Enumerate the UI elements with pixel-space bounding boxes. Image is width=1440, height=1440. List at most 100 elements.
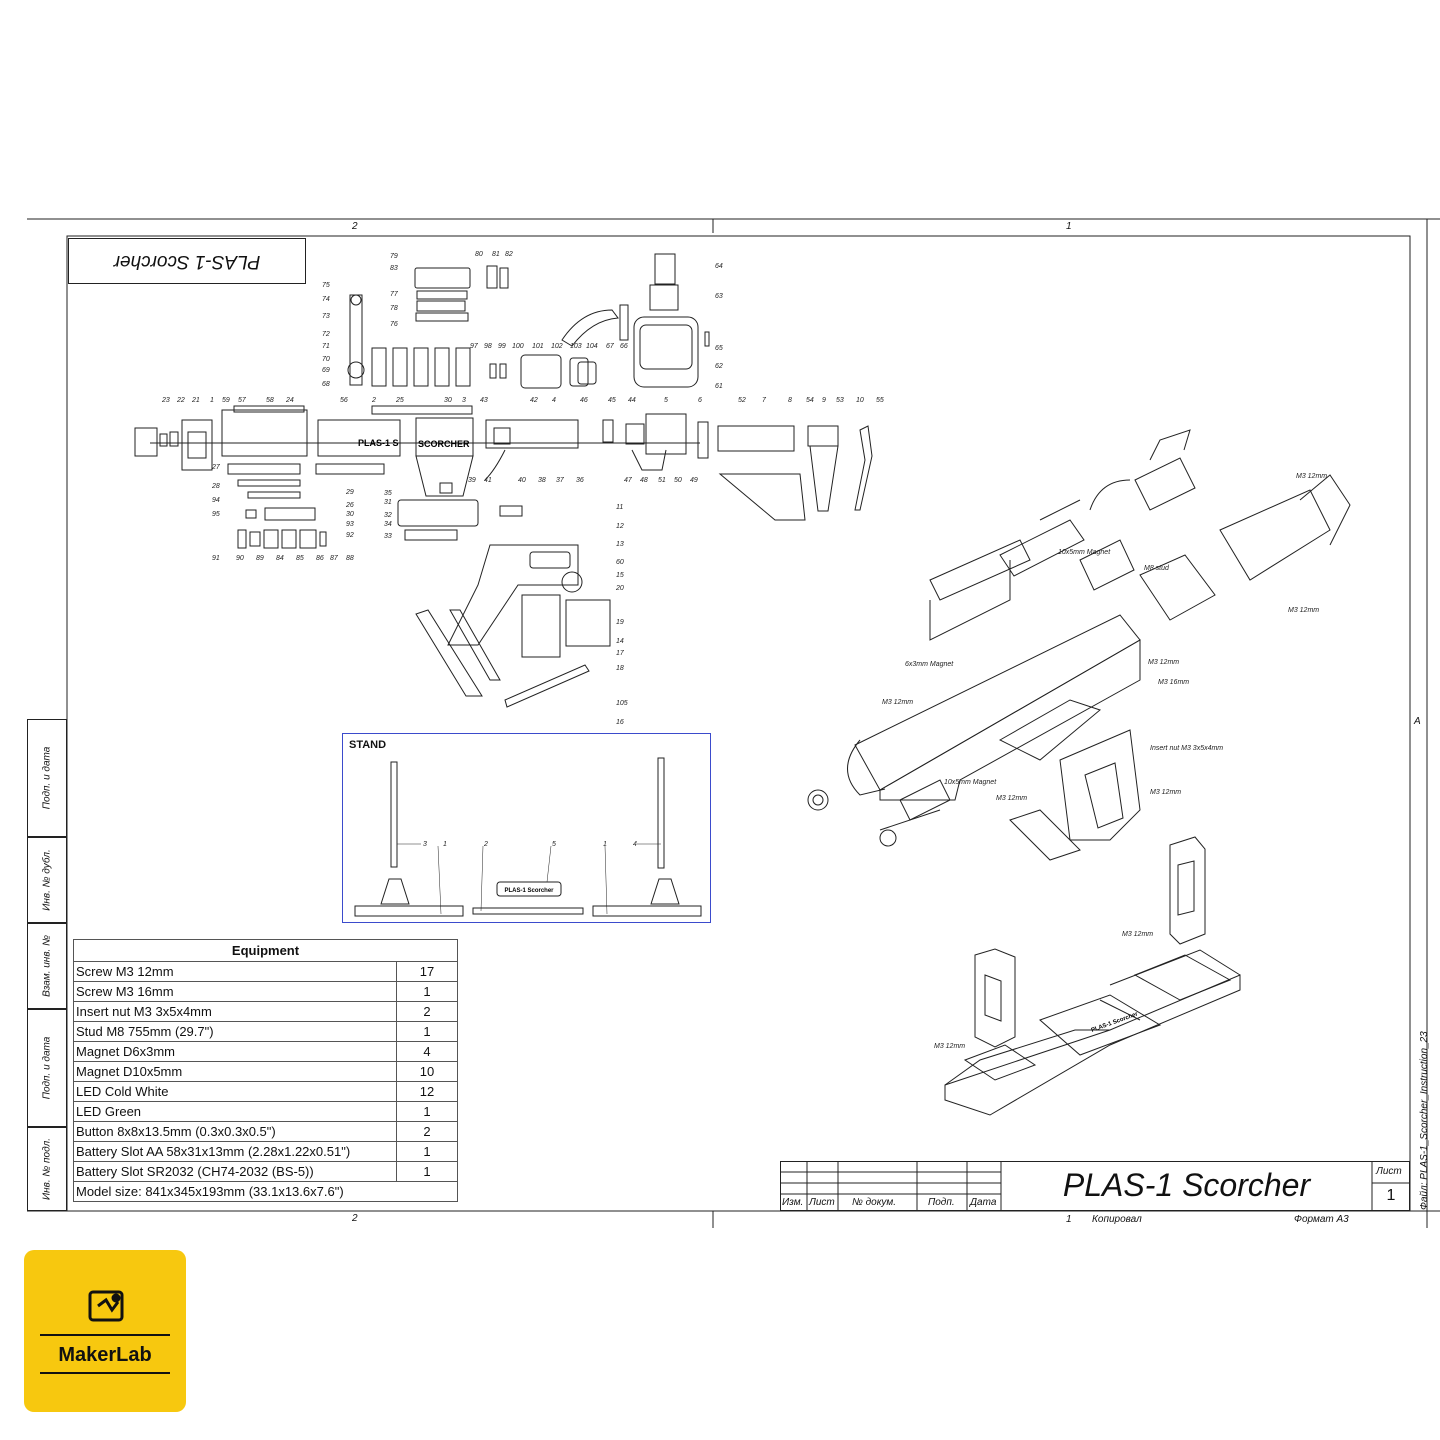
side-stamp-label: Подп. и дата bbox=[41, 1036, 53, 1100]
part-callout: 70 bbox=[322, 356, 330, 363]
part-callout: 101 bbox=[532, 343, 544, 350]
part-callout: 36 bbox=[576, 477, 584, 484]
equipment-item-name: Battery Slot AA 58x31x13mm (2.28x1.22x0.… bbox=[73, 1141, 397, 1162]
title-block: Изм. Лист № докум. Подп. Дата PLAS-1 Sco… bbox=[780, 1161, 1410, 1211]
part-callout: 47 bbox=[624, 477, 633, 484]
stand-plate-label: PLAS-1 Scorcher bbox=[504, 888, 554, 894]
part-callout: 30 bbox=[444, 397, 452, 404]
part-callout: 100 bbox=[512, 343, 524, 350]
makerlab-logo: MakerLab bbox=[24, 1250, 186, 1412]
title-block-header-sign: Подп. bbox=[928, 1197, 955, 1208]
part-callout: 75 bbox=[322, 282, 330, 289]
zone-label-bottom-left: 2 bbox=[352, 1213, 358, 1224]
part-callout: 23 bbox=[161, 397, 170, 404]
part-callout: 58 bbox=[266, 397, 274, 404]
part-callout: 44 bbox=[628, 397, 636, 404]
part-callout: 11 bbox=[616, 504, 623, 511]
below-format: Формат А3 bbox=[1294, 1214, 1349, 1225]
part-callout: 39 bbox=[468, 477, 476, 484]
equipment-item-qty: 10 bbox=[396, 1061, 458, 1082]
part-callout: 50 bbox=[674, 477, 682, 484]
part-callout: 18 bbox=[616, 665, 624, 672]
part-callout: 98 bbox=[484, 343, 492, 350]
part-callout: 94 bbox=[212, 497, 220, 504]
part-callout: 80 bbox=[475, 251, 483, 258]
body-label: PLAS-1 S bbox=[358, 438, 399, 448]
inverted-title: PLAS-1 Scorcher bbox=[68, 238, 306, 284]
part-callout: 92 bbox=[346, 532, 354, 539]
part-callout: 30 bbox=[346, 511, 354, 518]
side-stamp-cell-3: Взам. инв. № bbox=[27, 923, 67, 1009]
stand-callout: 5 bbox=[552, 841, 556, 848]
title-block-header-date: Дата bbox=[970, 1197, 997, 1208]
equipment-item-qty: 2 bbox=[396, 1121, 458, 1142]
equipment-item-qty: 1 bbox=[396, 1141, 458, 1162]
part-callout: 62 bbox=[715, 363, 723, 370]
assembly-label: M3 12mm bbox=[882, 699, 913, 706]
equipment-item-name: Screw M3 12mm bbox=[73, 961, 397, 982]
equipment-title: Equipment bbox=[73, 939, 458, 962]
part-callout: 84 bbox=[276, 555, 284, 562]
logo-line-top bbox=[40, 1334, 170, 1336]
part-callout: 65 bbox=[715, 345, 723, 352]
part-callout: 41 bbox=[484, 477, 492, 484]
part-callout: 68 bbox=[322, 381, 330, 388]
part-callout: 56 bbox=[340, 397, 348, 404]
title-block-grid bbox=[780, 1161, 1410, 1211]
zone-label-top-left: 2 bbox=[352, 221, 358, 232]
title-block-header-list: Лист bbox=[809, 1197, 835, 1208]
assembly-label: M3 12mm bbox=[1148, 659, 1179, 666]
part-callout: 9 bbox=[822, 397, 826, 404]
part-callout: 45 bbox=[608, 397, 616, 404]
part-callout: 60 bbox=[616, 559, 624, 566]
side-stamp-label: Инв. № дубл. bbox=[41, 849, 53, 911]
part-callout: 72 bbox=[322, 331, 330, 338]
part-callout: 20 bbox=[615, 585, 624, 592]
sheet-label: Лист bbox=[1376, 1166, 1402, 1177]
part-callout: 21 bbox=[191, 397, 200, 404]
side-stamp-label: Взам. инв. № bbox=[41, 935, 53, 997]
part-callout: 26 bbox=[345, 502, 354, 509]
equipment-item-name: Insert nut M3 3x5x4mm bbox=[73, 1001, 397, 1022]
part-callout: 28 bbox=[211, 483, 220, 490]
part-callout: 35 bbox=[384, 490, 392, 497]
part-callout: 57 bbox=[238, 397, 247, 404]
title-block-header-doc: № докум. bbox=[852, 1197, 897, 1208]
part-callout: 95 bbox=[212, 511, 220, 518]
equipment-item-name: Stud M8 755mm (29.7") bbox=[73, 1021, 397, 1042]
sheet-number: 1 bbox=[1386, 1187, 1396, 1204]
side-stamp-label: Инв. № подл. bbox=[41, 1137, 53, 1201]
part-callout: 91 bbox=[212, 555, 220, 562]
part-callout: 86 bbox=[316, 555, 324, 562]
logo-line-bottom bbox=[40, 1372, 170, 1374]
table-row: Button 8x8x13.5mm (0.3x0.3x0.5")2 bbox=[73, 1121, 458, 1142]
part-callout: 24 bbox=[285, 397, 294, 404]
part-callout: 40 bbox=[518, 477, 526, 484]
side-stamp-cell-1: Подп. и дата bbox=[27, 719, 67, 837]
part-callout: 90 bbox=[236, 555, 244, 562]
stand-callout: 2 bbox=[483, 841, 488, 848]
equipment-item-qty: 1 bbox=[396, 1161, 458, 1182]
exploded-parts bbox=[134, 253, 873, 708]
equipment-item-qty: 1 bbox=[396, 1021, 458, 1042]
part-callout: 48 bbox=[640, 477, 648, 484]
part-callout: 17 bbox=[616, 650, 625, 657]
equipment-item-name: Magnet D10x5mm bbox=[73, 1061, 397, 1082]
title-block-header-izm: Изм. bbox=[782, 1197, 804, 1208]
equipment-item-name: LED Cold White bbox=[73, 1081, 397, 1102]
part-callout: 6 bbox=[698, 397, 702, 404]
table-row: Battery Slot SR2032 (CH74-2032 (BS-5))1 bbox=[73, 1161, 458, 1182]
part-callout: 42 bbox=[530, 397, 538, 404]
equipment-item-name: Battery Slot SR2032 (CH74-2032 (BS-5)) bbox=[73, 1161, 397, 1182]
part-callout: 15 bbox=[616, 572, 624, 579]
part-callout: 93 bbox=[346, 521, 354, 528]
part-callout: 51 bbox=[658, 477, 666, 484]
equipment-item-qty: 1 bbox=[396, 1101, 458, 1122]
equipment-item-qty: 17 bbox=[396, 961, 458, 982]
part-callout: 54 bbox=[806, 397, 814, 404]
